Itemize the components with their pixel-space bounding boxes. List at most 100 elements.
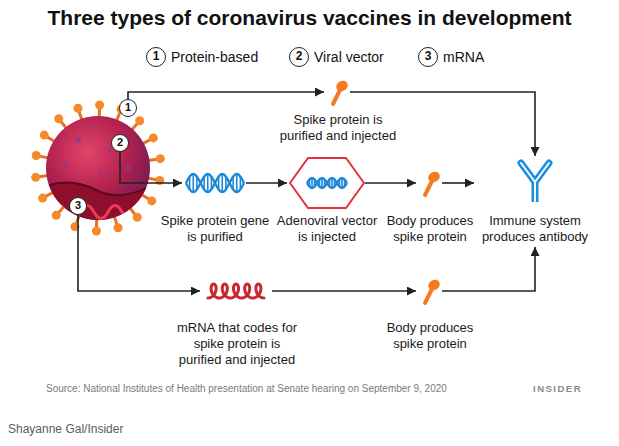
spike-head: [92, 226, 101, 235]
graphic-circle: [98, 170, 102, 174]
spike-head: [149, 133, 158, 142]
step-label: Spike protein is purified and injected: [271, 112, 405, 144]
connector-arrow: [120, 152, 182, 183]
graphic-g: [307, 178, 347, 188]
connector-arrow: [272, 290, 416, 292]
dna-rung: [341, 178, 343, 188]
spike-head: [133, 213, 142, 222]
callout-number-text: 1: [125, 101, 131, 113]
key-text: Protein-based: [171, 49, 258, 65]
viral-rna: [52, 206, 136, 219]
mrna-strand: [208, 284, 264, 298]
spike-protein-step: Spike protein is purified and injected: [326, 77, 350, 107]
graphic-g: [425, 170, 442, 195]
step-label: Immune system produces antibody: [476, 213, 594, 245]
connector-arrow: [442, 182, 474, 184]
source-note: Source: National Institutes of Health pr…: [46, 383, 447, 394]
virus-spikes: [31, 101, 165, 236]
callout-number: 3: [69, 197, 87, 215]
mrna-step: mRNA that codes for spike protein is pur…: [202, 279, 272, 303]
dna-rung: [311, 178, 313, 188]
callout-number: 2: [111, 134, 129, 152]
dna-rung: [221, 174, 223, 192]
spike-head: [334, 79, 349, 94]
spike-stem: [333, 90, 340, 104]
graphic-circle: [90, 126, 94, 130]
key-text: mRNA: [443, 49, 484, 65]
spike-head: [40, 131, 49, 140]
dna-icon: [184, 171, 246, 195]
antibody-outline: [521, 163, 549, 201]
dna-rung: [321, 178, 323, 188]
graphic-g: [521, 163, 549, 201]
dna-rung: [192, 174, 194, 192]
spike-head: [52, 211, 61, 220]
dna-rung: [331, 178, 333, 188]
connector-arrow: [365, 182, 416, 184]
graphic-g: [186, 174, 244, 192]
spike-head: [156, 154, 165, 163]
spike-head: [95, 101, 104, 110]
step-label: Body produces spike protein: [382, 213, 478, 245]
dna-rung: [236, 174, 238, 192]
step-label: Spike protein gene is purified: [157, 213, 273, 245]
graphic-g: [333, 79, 350, 104]
graphic-g: [208, 284, 264, 298]
adenovirus-hexagon: [290, 158, 364, 208]
cutaway-interior: [40, 180, 162, 232]
dna-strand: [307, 178, 347, 188]
connector-arrow: [128, 92, 324, 99]
graphic-g: [425, 278, 442, 303]
graphic-circle: [125, 165, 131, 171]
spike-head: [73, 104, 82, 113]
callout-number: 1: [119, 99, 137, 117]
step-label: Adenoviral vector is injected: [273, 213, 381, 245]
photo-credit: Shayanne Gal/Insider: [8, 422, 123, 436]
graphic-circle: [75, 137, 81, 143]
vector-step: Adenoviral vector is injected: [289, 157, 365, 209]
spike-stem: [425, 181, 432, 195]
dna-rung: [207, 174, 209, 192]
antibody-inner: [521, 163, 549, 201]
step-label: mRNA that codes for spike protein is pur…: [172, 320, 302, 368]
spike-head: [32, 151, 41, 160]
gene-step: Spike protein gene is purified: [184, 171, 246, 195]
connector-arrow: [442, 247, 535, 291]
spike-head: [426, 278, 441, 293]
callout-number-text: 2: [117, 136, 123, 148]
virus-cutaway: [40, 180, 162, 232]
connector-arrow: [246, 182, 287, 184]
key-number: 3: [418, 47, 438, 67]
antibody-step: Immune system produces antibody: [476, 158, 594, 245]
spike-head: [54, 114, 63, 123]
key-number: 1: [146, 47, 166, 67]
spike-head: [426, 170, 441, 185]
hexagon-icon: [289, 157, 365, 209]
watermark: INSIDER: [533, 383, 582, 394]
callout-number-text: 3: [75, 199, 81, 211]
graphic-circle: [64, 163, 69, 168]
antibody-icon: [513, 158, 557, 202]
spike-head: [38, 194, 47, 203]
dna-strand: [186, 174, 244, 192]
key-text: Viral vector: [314, 49, 384, 65]
dna-strand: [307, 178, 347, 188]
spike-head: [135, 116, 144, 125]
dna-strand: [186, 174, 244, 192]
spike-protein-step: Body produces spike protein: [418, 168, 442, 198]
spike-icon: [418, 276, 442, 306]
spike-head: [31, 173, 40, 182]
spike-head: [114, 223, 123, 232]
mrna-icon: [202, 279, 272, 303]
spike-head: [147, 196, 156, 205]
step-label: Body produces spike protein: [382, 320, 478, 352]
spike-protein-step: Body produces spike protein: [418, 276, 442, 306]
spike-stem: [425, 289, 432, 303]
spike-icon: [326, 77, 350, 107]
graphic-g: [290, 158, 364, 208]
surface-dots: [64, 126, 132, 174]
key-number: 2: [289, 47, 309, 67]
spike-icon: [418, 168, 442, 198]
title: Three types of coronavirus vaccines in d…: [0, 6, 619, 30]
